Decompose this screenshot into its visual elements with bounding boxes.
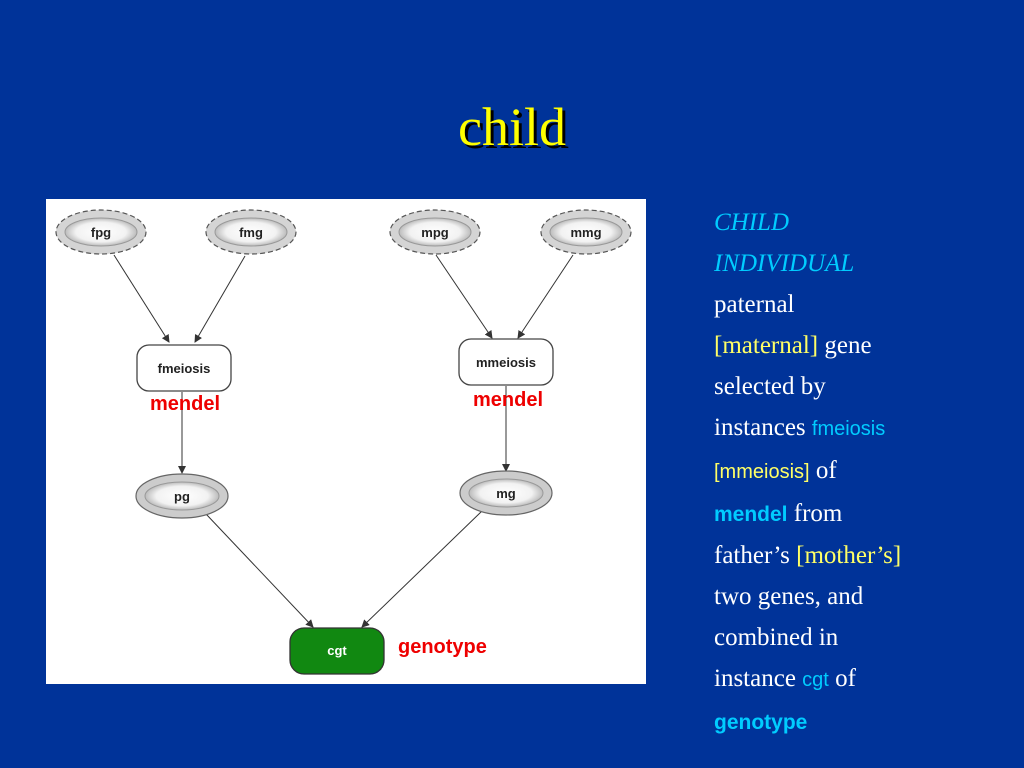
- node-pg: pg: [135, 473, 229, 519]
- word-combined-in: combined in: [714, 624, 839, 651]
- node-mpg: mpg: [389, 209, 481, 255]
- word-fmeiosis: fmeiosis: [811, 418, 886, 440]
- node-pg-label: pg: [174, 489, 190, 504]
- mmeiosis-class-label: mendel: [473, 389, 543, 411]
- word-instances: instances: [714, 414, 806, 441]
- word-of-2: of: [835, 665, 856, 692]
- node-mpg-label: mpg: [421, 225, 449, 240]
- word-cgt: cgt: [802, 669, 829, 691]
- word-selected-by: selected by: [714, 373, 826, 400]
- edge-mpg-mmeiosis: [435, 254, 493, 339]
- node-fpg-label: fpg: [91, 225, 111, 240]
- node-mg: mg: [459, 470, 553, 516]
- node-fmeiosis-label: fmeiosis: [158, 361, 211, 376]
- edge-mg-cgt: [361, 510, 483, 628]
- node-fpg: fpg: [55, 209, 147, 255]
- word-of-1: of: [815, 457, 837, 484]
- word-paternal: paternal: [714, 291, 795, 318]
- node-fmeiosis: fmeiosis: [136, 344, 232, 392]
- network-diagram: fpg fmg mpg mmg fmeiosis mmeiosis mendel: [46, 199, 646, 684]
- word-maternal: [maternal]: [714, 332, 819, 359]
- word-mmeiosis: [mmeiosis]: [714, 461, 810, 483]
- word-gene: gene: [824, 332, 872, 359]
- word-genotype: genotype: [714, 711, 808, 734]
- node-fmg-label: fmg: [239, 225, 263, 240]
- edge-fmg-fmeiosis: [194, 255, 246, 343]
- word-from: from: [793, 500, 843, 527]
- node-cgt-label: cgt: [327, 643, 347, 658]
- node-mmg: mmg: [540, 209, 632, 255]
- heading-child: CHILD: [714, 209, 790, 236]
- cgt-class-label: genotype: [398, 636, 487, 658]
- node-mmg-label: mmg: [570, 225, 601, 240]
- fmeiosis-class-label: mendel: [150, 393, 220, 415]
- node-mmeiosis: mmeiosis: [458, 338, 554, 386]
- edge-pg-cgt: [205, 513, 314, 628]
- node-cgt: cgt: [289, 627, 385, 675]
- node-mg-label: mg: [496, 486, 516, 501]
- edge-fpg-fmeiosis: [113, 254, 170, 343]
- word-mothers: [mother’s]: [796, 542, 902, 569]
- word-fathers: father’s: [714, 542, 790, 569]
- node-fmg: fmg: [205, 209, 297, 255]
- description-text: CHILD INDIVIDUAL paternal [maternal] gen…: [714, 202, 1004, 743]
- slide-title: child: [458, 97, 566, 157]
- heading-individual: INDIVIDUAL: [714, 250, 855, 277]
- word-instance: instance: [714, 665, 796, 692]
- word-two-genes: two genes, and: [714, 583, 864, 610]
- edges: [113, 254, 574, 628]
- node-mmeiosis-label: mmeiosis: [476, 355, 536, 370]
- edge-mmg-mmeiosis: [517, 254, 574, 339]
- word-mendel: mendel: [714, 503, 788, 526]
